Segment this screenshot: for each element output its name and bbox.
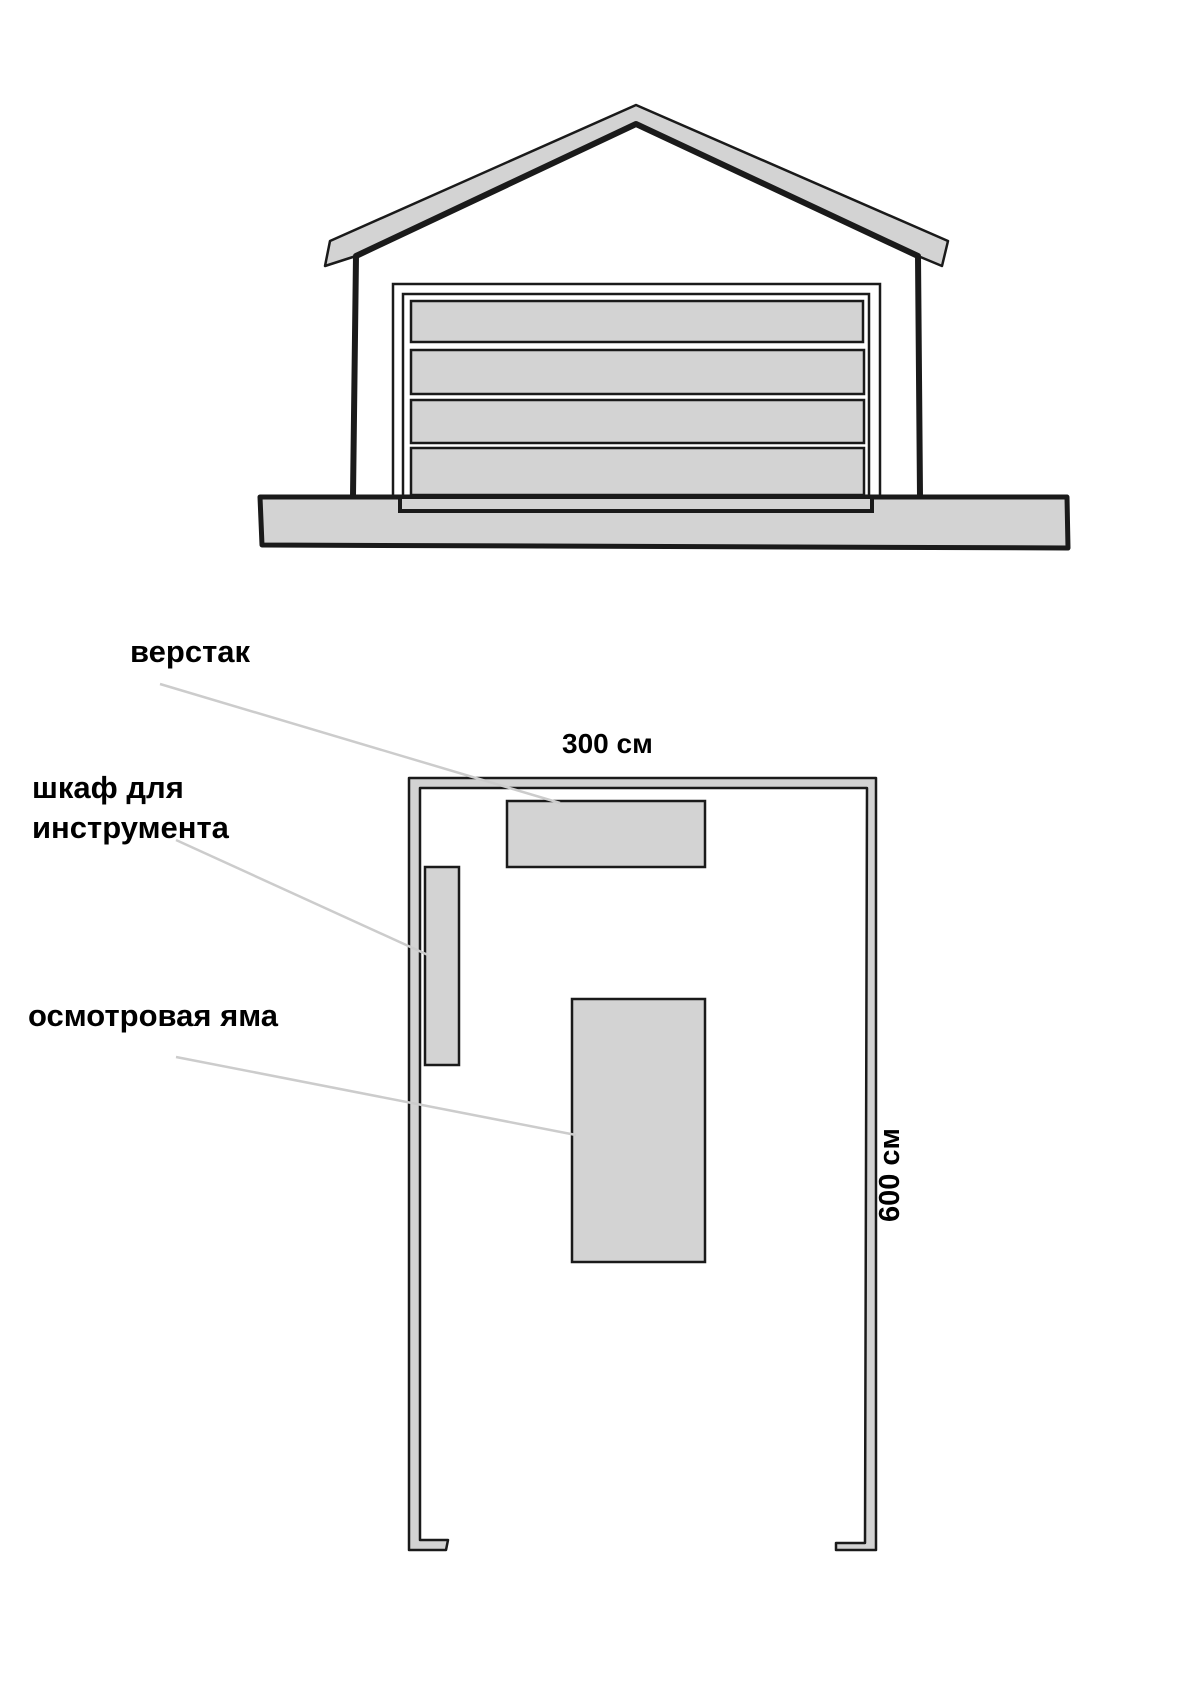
label-inspection-pit: осмотровая яма [28,998,278,1033]
door-panel [409,348,866,396]
label-workbench: верстак [130,634,251,669]
door-panel [409,446,866,497]
workbench [505,799,707,869]
door-panel [409,398,866,445]
garage-floor-plan [407,776,878,1552]
tool-cabinet [423,865,461,1067]
inspection-pit [570,997,707,1264]
dimension-width-label: 300 см [562,728,653,759]
plan-walls [407,776,878,1552]
leader-line-workbench [159,682,561,805]
leader-line-inspection-pit [175,1055,577,1137]
leader-lines [159,682,577,1137]
garage-door-panels [409,299,866,497]
dimension-depth-label: 600 см [874,1127,906,1223]
door-panel [409,299,865,344]
garage-front-elevation [257,103,1071,551]
leader-line-tool-cabinet [175,838,429,957]
label-tool-cabinet: шкаф для инструмента [32,770,229,845]
door-threshold [398,495,874,513]
